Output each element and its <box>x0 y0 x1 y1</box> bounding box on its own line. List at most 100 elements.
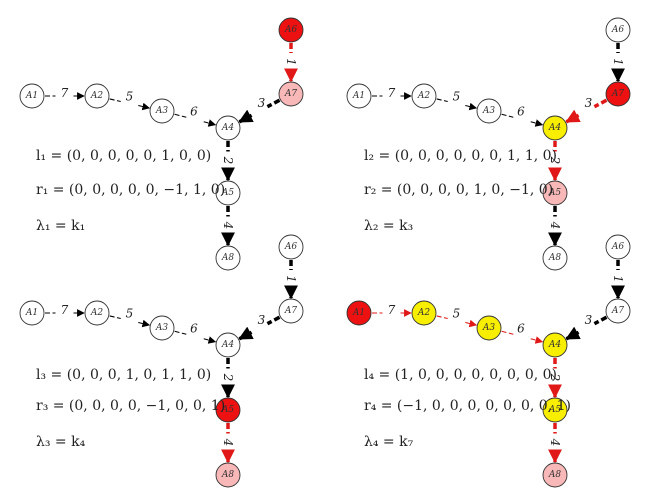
panel-2-r-vector: r₂ = (0, 0, 0, 0, 1, 0, −1, 0) <box>364 182 554 198</box>
node-A8: A8 <box>215 462 241 488</box>
edge-label-A7-A4: 3 <box>258 313 266 327</box>
edge-label-A1-A2: 7 <box>388 303 396 317</box>
edge-label-A5-A8: 4 <box>548 438 562 447</box>
node-A5: A5 <box>215 180 241 206</box>
edge-A3-A4: 6 <box>174 105 217 127</box>
edge-A1-A2: 7 <box>372 86 412 100</box>
edge-A7-A4: 3 <box>238 96 281 124</box>
edge-label-A6-A7: 1 <box>284 275 298 283</box>
node-label-A3: A3 <box>482 323 495 333</box>
node-label-A2: A2 <box>417 308 430 318</box>
edge-A4-A5: 2 <box>548 141 562 182</box>
node-label-A8: A8 <box>221 470 234 480</box>
node-A3: A3 <box>149 315 175 341</box>
edge-A2-A3: 5 <box>436 307 478 328</box>
node-A7: A7 <box>605 81 631 107</box>
node-A5: A5 <box>215 397 241 423</box>
edge-label-A3-A4: 6 <box>190 105 198 119</box>
node-label-A8: A8 <box>548 470 561 480</box>
node-label-A3: A3 <box>155 323 168 333</box>
node-label-A7: A7 <box>611 306 624 316</box>
node-A1: A1 <box>19 83 45 109</box>
edge-A2-A3: 5 <box>109 307 151 328</box>
panel-1-l-vector: l₁ = (0, 0, 0, 0, 0, 1, 0, 0) <box>36 148 212 164</box>
node-label-A5: A5 <box>221 405 234 415</box>
edge-A5-A8: 4 <box>221 206 235 247</box>
node-A1: A1 <box>346 300 372 326</box>
edge-label-A3-A4: 6 <box>517 322 525 336</box>
edge-label-A6-A7: 1 <box>284 58 298 66</box>
node-label-A8: A8 <box>221 253 234 263</box>
node-A3: A3 <box>149 98 175 124</box>
edge-label-A7-A4: 3 <box>585 313 593 327</box>
panel-4-r-vector: r₄ = (−1, 0, 0, 0, 0, 0, 0, 0, 1) <box>364 398 571 414</box>
edge-label-A7-A4: 3 <box>585 96 593 110</box>
node-A6: A6 <box>278 234 304 260</box>
node-label-A1: A1 <box>25 91 38 101</box>
edge-label-A2-A3: 5 <box>126 90 134 104</box>
edge-A1-A2: 7 <box>45 303 85 317</box>
node-A4: A4 <box>215 332 241 358</box>
node-A3: A3 <box>476 98 502 124</box>
node-A6: A6 <box>605 234 631 260</box>
node-label-A6: A6 <box>611 25 624 35</box>
edge-A1-A2: 7 <box>45 86 85 100</box>
edge-A7-A4: 3 <box>238 313 281 341</box>
edge-label-A1-A2: 7 <box>61 86 69 100</box>
node-label-A7: A7 <box>284 306 297 316</box>
node-A6: A6 <box>278 17 304 43</box>
node-A7: A7 <box>278 298 304 324</box>
edge-A7-A4: 3 <box>565 96 608 124</box>
edge-label-A5-A8: 4 <box>221 438 235 447</box>
panel-3-r-vector: r₃ = (0, 0, 0, 0, −1, 0, 0, 1) <box>36 398 226 414</box>
node-label-A4: A4 <box>221 340 234 350</box>
edge-A6-A7: 1 <box>284 43 298 83</box>
edge-label-A6-A7: 1 <box>611 275 625 283</box>
edge-label-A2-A3: 5 <box>126 307 134 321</box>
node-A1: A1 <box>346 83 372 109</box>
edge-A5-A8: 4 <box>548 423 562 464</box>
node-A4: A4 <box>542 332 568 358</box>
node-A2: A2 <box>411 83 437 109</box>
edge-label-A4-A5: 2 <box>221 373 235 382</box>
node-A1: A1 <box>19 300 45 326</box>
edge-A6-A7: 1 <box>284 260 298 300</box>
edge-A3-A4: 6 <box>501 322 544 344</box>
node-A8: A8 <box>542 462 568 488</box>
edge-A4-A5: 2 <box>221 358 235 399</box>
edge-A4-A5: 2 <box>221 141 235 182</box>
edge-A5-A8: 4 <box>221 423 235 464</box>
node-A5: A5 <box>542 397 568 423</box>
node-label-A3: A3 <box>155 106 168 116</box>
panel-1-lambda: λ₁ = k₁ <box>36 218 86 234</box>
edge-A2-A3: 5 <box>109 90 151 111</box>
node-label-A1: A1 <box>25 308 38 318</box>
node-label-A5: A5 <box>548 405 561 415</box>
node-A3: A3 <box>476 315 502 341</box>
edge-label-A2-A3: 5 <box>453 90 461 104</box>
panel-1-r-vector: r₁ = (0, 0, 0, 0, 0, −1, 1, 0) <box>36 182 226 198</box>
node-label-A1: A1 <box>352 308 365 318</box>
node-label-A6: A6 <box>611 242 624 252</box>
node-label-A2: A2 <box>417 91 430 101</box>
node-label-A8: A8 <box>548 253 561 263</box>
edge-A6-A7: 1 <box>611 260 625 300</box>
edge-label-A1-A2: 7 <box>388 86 396 100</box>
edge-A2-A3: 5 <box>436 90 478 111</box>
node-label-A5: A5 <box>221 188 234 198</box>
edge-A1-A2: 7 <box>372 303 412 317</box>
panel-2-lambda: λ₂ = k₃ <box>364 218 414 234</box>
node-A5: A5 <box>542 180 568 206</box>
edge-label-A1-A2: 7 <box>61 303 69 317</box>
edge-label-A2-A3: 5 <box>453 307 461 321</box>
edge-label-A3-A4: 6 <box>190 322 198 336</box>
edge-label-A6-A7: 1 <box>611 58 625 66</box>
node-A2: A2 <box>84 83 110 109</box>
node-label-A2: A2 <box>90 91 103 101</box>
edge-label-A4-A5: 2 <box>548 373 562 382</box>
panel-3-lambda: λ₃ = k₄ <box>36 434 86 450</box>
